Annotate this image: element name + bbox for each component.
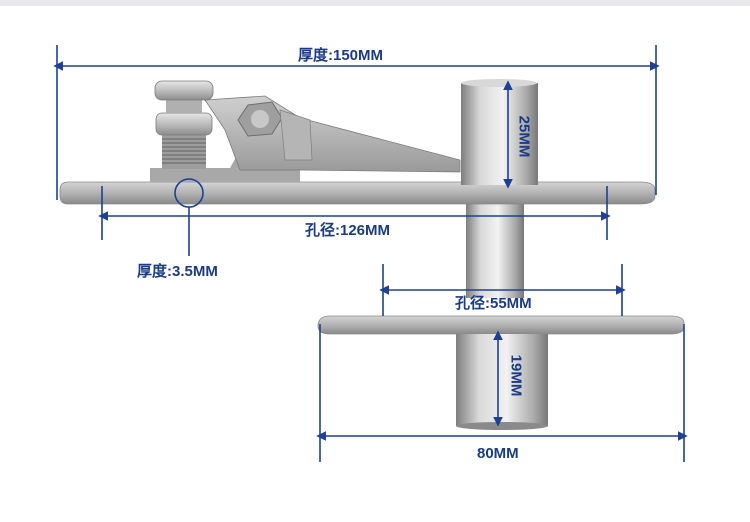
- top-pin-height-label: 25MM: [515, 115, 533, 158]
- top-pin: [461, 83, 538, 185]
- top-hole-label: 孔径:126MM: [305, 222, 391, 239]
- bottom-pin: [456, 334, 548, 426]
- lower-hinge-plate: [317, 315, 685, 430]
- bottom-plate: [317, 315, 685, 335]
- dimension-lines: [53, 45, 688, 462]
- bottom-hole-label: 孔径:55MM: [455, 295, 532, 312]
- overall-thickness-label: 厚度:150MM: [298, 47, 384, 64]
- threaded-screw: [154, 80, 214, 169]
- top-plate: [59, 181, 656, 205]
- bottom-pin-height-label: 19MM: [507, 354, 525, 397]
- hinge-arm: [204, 95, 461, 173]
- connecting-shaft: [466, 196, 524, 298]
- plate-thickness-label: 厚度:3.5MM: [137, 263, 218, 280]
- bottom-width-label: 80MM: [477, 445, 519, 462]
- top-divider: [0, 0, 750, 6]
